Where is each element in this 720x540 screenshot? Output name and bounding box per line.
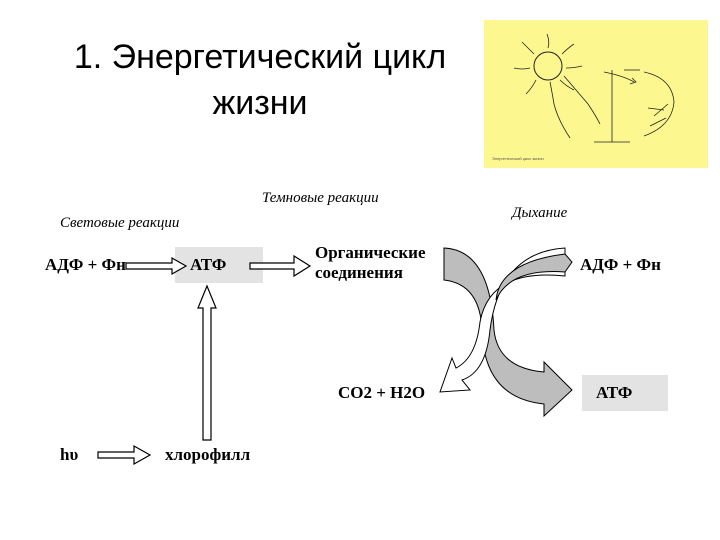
- co2-h2o-label: СО2 + Н2О: [338, 383, 426, 402]
- curved-arrow-organic-to-atp: [443, 247, 573, 418]
- organic-compounds-line1: Органические: [315, 243, 426, 262]
- atp-right-box: [582, 375, 668, 411]
- adp-pi-left-label: АДФ + Фн: [45, 255, 126, 274]
- sun-cycle-sketch-icon: [513, 33, 675, 143]
- slide-title-line1: 1. Энергетический цикл: [73, 38, 447, 76]
- dark-reactions-label: Темновые реакции: [262, 190, 379, 206]
- arrow-adp-to-atp: [125, 256, 188, 276]
- arrow-atp-to-organic: [249, 254, 312, 278]
- adp-pi-right-label: АДФ + Фн: [580, 255, 661, 274]
- thumbnail-caption: Энергетический цикл жизни: [492, 156, 544, 161]
- atp-right-label: АТФ: [596, 383, 633, 402]
- atp-left-box: [175, 247, 263, 283]
- curved-arrow-top-fill: [495, 253, 573, 301]
- energy-cycle-thumbnail: Энергетический цикл жизни: [484, 20, 708, 168]
- atp-left-label: АТФ: [190, 255, 227, 274]
- organic-compounds-line2: соединения: [315, 263, 403, 282]
- respiration-label: Дыхание: [512, 205, 568, 221]
- slide-title-line2: жизни: [212, 84, 308, 122]
- hv-label: hυ: [60, 445, 79, 464]
- slide-title: 1. Энергетический цикл жизни: [40, 34, 480, 126]
- chlorophyll-label: хлорофилл: [165, 445, 251, 464]
- arrow-chlorophyll-to-atp: [197, 284, 217, 441]
- arrow-hv-to-chlorophyll: [97, 444, 152, 466]
- light-reactions-label: Световые реакции: [60, 215, 180, 231]
